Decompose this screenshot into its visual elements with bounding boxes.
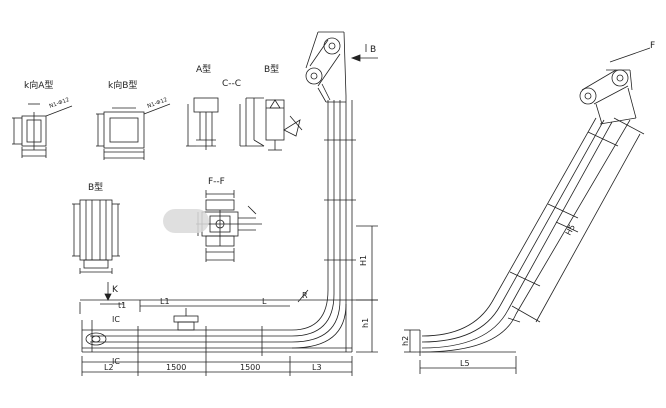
label-ic-top: IC	[112, 315, 120, 324]
label-L3: L3	[312, 363, 322, 372]
label-view-b-arrow: B	[370, 45, 376, 55]
label-view-k-a: k向A型	[24, 79, 53, 91]
label-L5: L5	[460, 359, 470, 368]
label-ic-bottom: IC	[112, 357, 120, 366]
label-R: R	[302, 291, 308, 300]
label-type-a: A型	[196, 64, 211, 75]
label-type-b: B型	[264, 64, 279, 75]
detail-type-b	[265, 99, 303, 151]
label-dim-1500a: 1500	[166, 363, 186, 372]
label-L2: L2	[104, 363, 114, 372]
label-h2: h2	[401, 336, 410, 346]
detail-view-b	[72, 199, 120, 274]
inclined-conveyor-elevation	[404, 47, 651, 374]
detail-section-cc	[239, 97, 265, 147]
label-L1: L1	[160, 297, 170, 306]
detail-view-k-b	[96, 103, 171, 160]
label-dim-small-b: N1-Φ12	[147, 97, 169, 110]
detail-view-k-a	[12, 103, 73, 158]
label-section-cc: C--C	[222, 79, 241, 89]
label-view-f: F	[650, 41, 655, 51]
label-t1: t1	[118, 301, 126, 310]
label-view-k: K	[112, 285, 119, 295]
label-L: L	[262, 297, 267, 306]
label-view-k-b: k向B型	[108, 79, 137, 91]
label-h1: h1	[361, 318, 370, 328]
label-H1: H1	[359, 255, 368, 266]
main-conveyor-elevation	[79, 31, 378, 376]
label-type-b2: B型	[88, 182, 103, 193]
drawing-labels: k向A型 k向B型 A型 C--C B型 B型 F--F F B K t1 IC…	[24, 41, 655, 372]
scroll-overlay-pill	[163, 209, 209, 233]
label-H5: H5	[564, 223, 577, 237]
detail-type-a	[186, 97, 219, 150]
label-section-ff: F--F	[208, 177, 225, 187]
view-b-arrow	[350, 44, 378, 62]
label-dim-1500b: 1500	[240, 363, 260, 372]
